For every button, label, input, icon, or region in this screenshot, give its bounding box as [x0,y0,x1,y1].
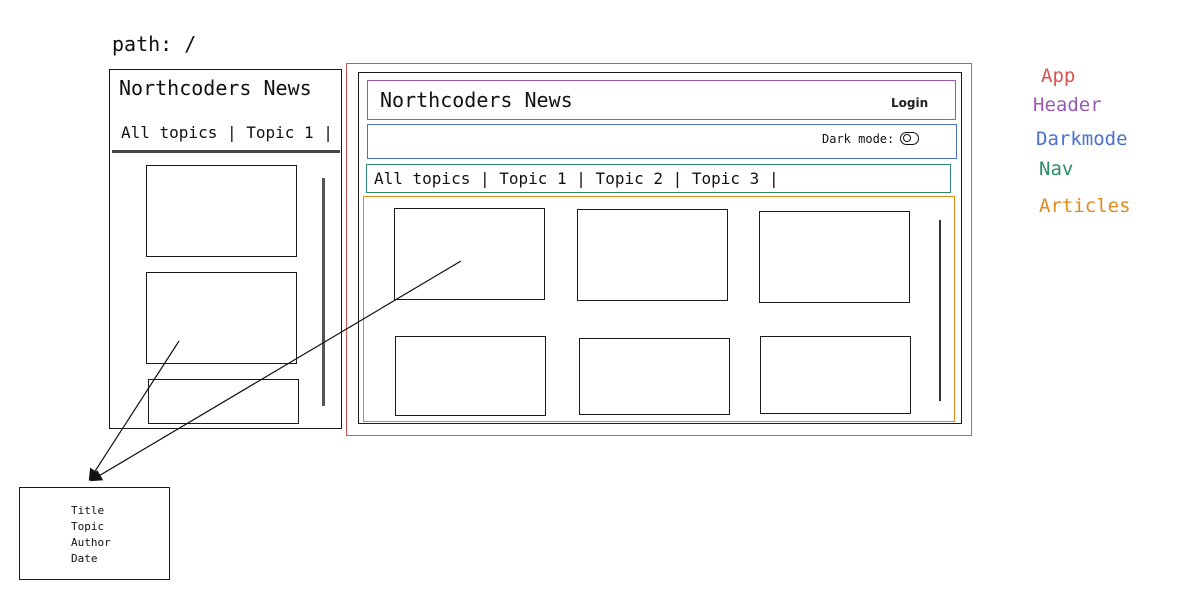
login-button[interactable]: Login [891,96,929,110]
article-card[interactable] [395,336,546,416]
article-card[interactable] [577,209,728,301]
card-detail-box [19,487,170,580]
mobile-nav[interactable]: All topics | Topic 1 | [121,123,333,142]
mobile-nav-divider [112,150,340,153]
mobile-app-title: Northcoders News [119,76,312,100]
card-detail-author: Author [71,536,111,549]
articles-region [363,196,955,422]
card-detail-title: Title [71,504,105,517]
legend-darkmode: Darkmode [1036,128,1128,150]
arrow-from-app-card [89,260,462,482]
articles-scrollbar[interactable] [939,220,941,401]
toggle-knob-icon [903,134,911,142]
mobile-article-card[interactable] [148,379,299,424]
card-detail-topic: Topic [71,520,105,533]
card-detail-date: Date [71,552,98,565]
mobile-article-card[interactable] [146,272,297,364]
legend-articles: Articles [1039,195,1131,217]
app-frame [358,72,962,424]
arrow-from-mobile-card [88,340,180,482]
darkmode-label: Dark mode: [822,132,895,146]
mobile-wireframe [109,69,342,429]
article-card[interactable] [760,336,911,414]
nav-region [366,164,951,193]
darkmode-region [367,124,957,159]
darkmode-toggle[interactable] [900,132,919,145]
mobile-scrollbar[interactable] [322,178,325,406]
article-card[interactable] [579,338,730,415]
path-label: path: / [112,32,197,56]
app-region [346,63,972,436]
header-title: Northcoders News [380,88,573,112]
legend-header: Header [1033,94,1102,116]
legend-app: App [1041,65,1076,87]
legend-nav: Nav [1039,158,1074,180]
article-card[interactable] [394,208,545,300]
header-region [367,80,956,120]
nav-topics[interactable]: All topics | Topic 1 | Topic 2 | Topic 3… [374,169,779,188]
article-card[interactable] [759,211,910,303]
mobile-article-card[interactable] [146,165,297,257]
